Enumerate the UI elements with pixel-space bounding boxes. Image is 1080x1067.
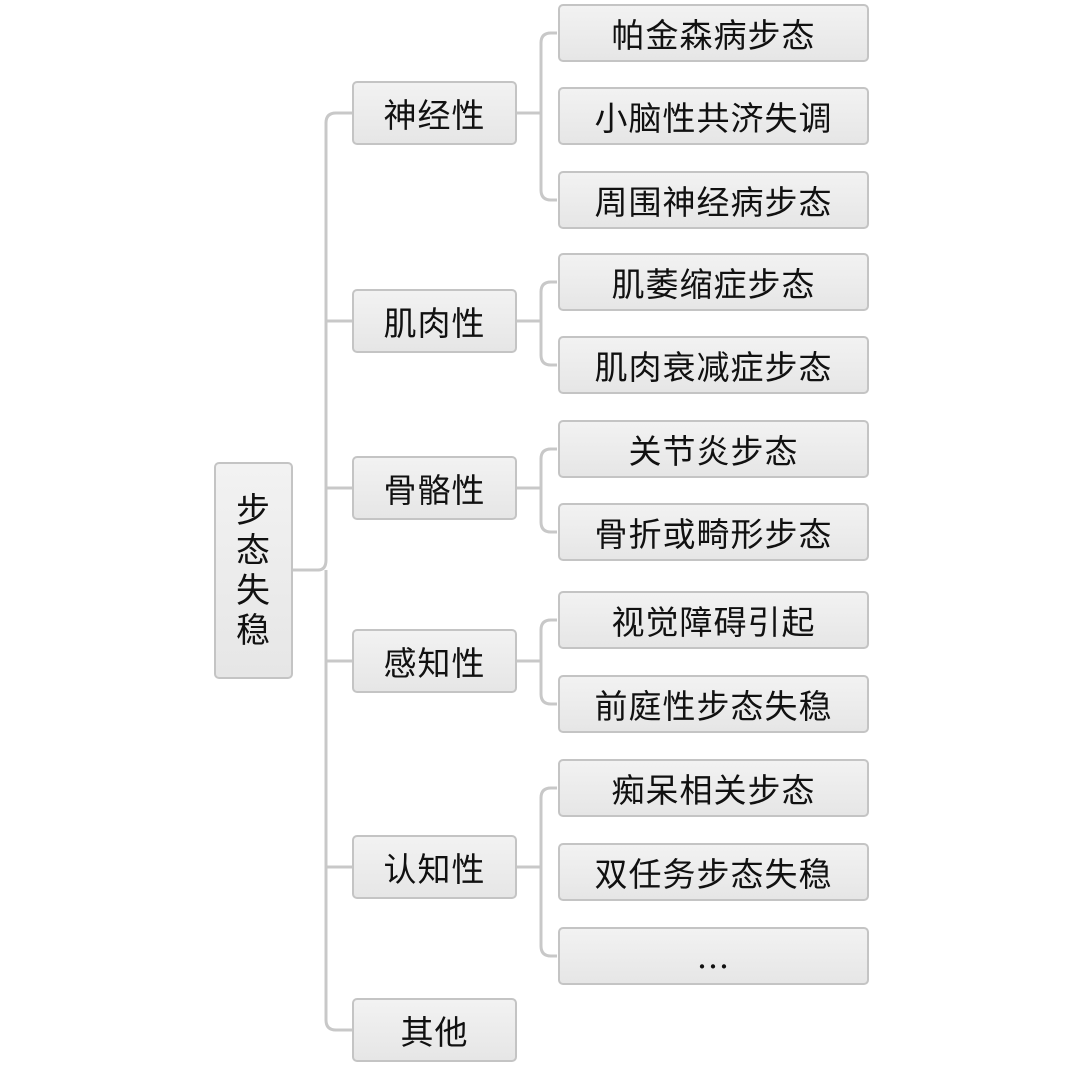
leaf-node: … (558, 927, 869, 985)
leaf-node: 双任务步态失稳 (558, 843, 869, 901)
leaf-node: 前庭性步态失稳 (558, 675, 869, 733)
leaf-node: 肌萎缩症步态 (558, 253, 869, 311)
leaf-node: 关节炎步态 (558, 420, 869, 478)
leaf-node: 小脑性共济失调 (558, 87, 869, 145)
category-bracket (539, 618, 557, 706)
category-bracket (539, 447, 557, 534)
category-bracket (539, 786, 557, 958)
root-bracket-top (293, 111, 352, 572)
leaf-node: 肌肉衰减症步态 (558, 336, 869, 394)
category-bracket (539, 280, 557, 367)
leaf-node: 痴呆相关步态 (558, 759, 869, 817)
root-bracket-bottom (324, 570, 352, 1032)
leaf-node: 视觉障碍引起 (558, 591, 869, 649)
category-node-1: 神经性 (352, 81, 517, 145)
category-node-3: 骨骼性 (352, 456, 517, 520)
root-label-char: 失 (236, 570, 271, 611)
category-node-6: 其他 (352, 998, 517, 1062)
root-label-char: 步 (236, 490, 271, 531)
category-node-4: 感知性 (352, 629, 517, 693)
leaf-node: 帕金森病步态 (558, 4, 869, 62)
category-node-2: 肌肉性 (352, 289, 517, 353)
category-node-5: 认知性 (352, 835, 517, 899)
leaf-node: 周围神经病步态 (558, 171, 869, 229)
root-node: 步态失稳 (214, 462, 293, 679)
leaf-node: 骨折或畸形步态 (558, 503, 869, 561)
root-label-char: 稳 (236, 610, 271, 651)
category-bracket (539, 31, 557, 202)
root-label-char: 态 (236, 530, 271, 571)
